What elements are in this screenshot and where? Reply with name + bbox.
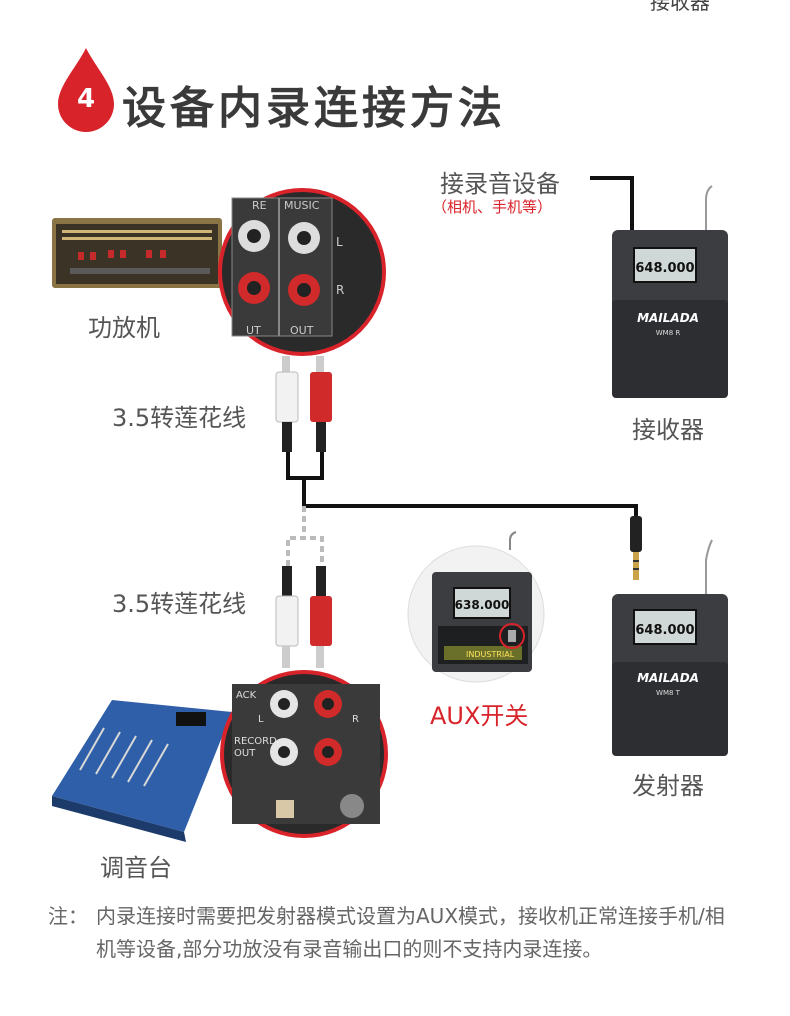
receiver-device: 648.000 MAILADA WM8 R [612, 230, 728, 398]
cable-upper-label: 3.5转莲花线 [112, 404, 247, 432]
lower-rca-plugs [275, 566, 332, 668]
cable-lower-label: 3.5转莲花线 [112, 590, 247, 618]
mixer-panel-top: ACK [236, 690, 257, 701]
aux-switch-label: AUX开关 [430, 702, 529, 730]
aux-zoom-circle: 638.000 INDUSTRIAL [407, 531, 545, 683]
aux-battery-text: INDUSTRIAL [466, 650, 515, 659]
step-drop-icon [58, 48, 114, 132]
transmitter-brand: MAILADA [637, 671, 699, 685]
step-number: 4 [76, 84, 96, 114]
amp-channel-l: L [336, 235, 343, 249]
aux-display: 638.000 [455, 598, 510, 612]
amp-panel-bottom-right: OUT [290, 324, 314, 337]
transmitter-label: 发射器 [632, 772, 704, 800]
amplifier-zoom-circle: RE MUSIC UT OUT L R [218, 188, 386, 356]
page-title: 设备内录连接方法 [122, 83, 506, 134]
amplifier-label: 功放机 [88, 314, 160, 342]
mixer-channel-r: R [352, 714, 359, 725]
receiver-model: WM8 R [656, 329, 681, 337]
amp-panel-top-left: RE [252, 199, 267, 212]
amp-panel-top-right: MUSIC [284, 199, 320, 212]
amp-panel-bottom-left: UT [246, 324, 261, 337]
transmitter-model: WM8 T [656, 689, 681, 697]
receiver-label: 接收器 [632, 416, 704, 444]
receiver-display: 648.000 [635, 261, 694, 276]
transmitter-display: 648.000 [635, 623, 694, 638]
cable-lines [286, 176, 713, 596]
mixer-image [52, 700, 232, 842]
mixer-zoom-circle: ACK RECORD OUT L R [220, 670, 388, 838]
receiver-brand: MAILADA [637, 311, 699, 325]
mixer-panel-record: RECORD [234, 736, 277, 747]
mixer-channel-l: L [258, 714, 264, 725]
upper-rca-plugs [275, 356, 332, 452]
footnote-body: 内录连接时需要把发射器模式设置为AUX模式，接收机正常连接手机/相机等设备,部分… [96, 904, 725, 961]
transmitter-device: 648.000 MAILADA WM8 T [612, 594, 728, 756]
mixer-label: 调音台 [100, 854, 172, 882]
amplifier-image [52, 218, 222, 288]
recorder-label: 接录音设备 [440, 170, 560, 198]
mixer-panel-out: OUT [234, 748, 256, 759]
footnote-head: 注： [48, 904, 88, 928]
top-cropped-text: 接收器 [650, 0, 710, 14]
amp-channel-r: R [336, 283, 344, 297]
recorder-sub-label: （相机、手机等） [432, 198, 553, 216]
